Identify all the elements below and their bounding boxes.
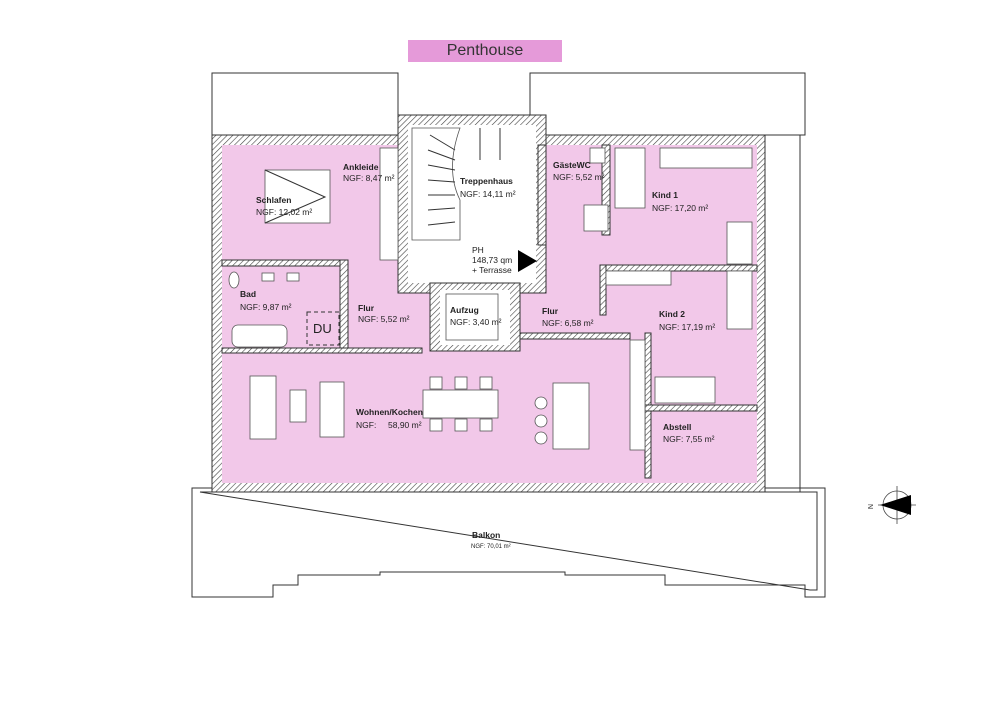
room-area-gaestewc: NGF: 5,52 m² — [553, 172, 605, 182]
coffee-table — [289, 389, 307, 423]
room-area-schlafen: NGF: 12,02 m² — [256, 207, 312, 217]
shower-area — [306, 311, 340, 346]
room-name-bad: Bad — [240, 289, 256, 299]
room-name-flur-rechts: Flur — [542, 306, 559, 316]
elevator-cabin — [445, 293, 499, 341]
interior-walls — [221, 144, 758, 479]
room-area-kind1: NGF: 17,20 m² — [652, 203, 708, 213]
entrance-label-3: + Terrasse — [472, 265, 512, 275]
bed-kind2 — [654, 376, 716, 404]
sofa — [249, 375, 277, 440]
toilet-icon — [228, 271, 240, 289]
entrance-label-2: 148,73 qm — [472, 255, 512, 265]
room-area-bad: NGF: 9,87 m² — [240, 302, 292, 312]
room-area-kind2: NGF: 17,19 m² — [659, 322, 715, 332]
room-area-ankleide: NGF: 8,47 m² — [343, 173, 395, 183]
sofa — [319, 381, 345, 438]
room-area-wohnen: 58,90 m² — [388, 420, 422, 430]
stool — [534, 431, 548, 445]
wardrobe-kind1 — [659, 147, 753, 169]
room-name-gaestewc: GästeWC — [553, 160, 591, 170]
north-label: N — [866, 504, 873, 509]
room-area-flur-rechts: NGF: 6,58 m² — [542, 318, 594, 328]
room-name-balkon: Balkon — [472, 530, 500, 540]
room-area-treppenhaus: NGF: 14,11 m² — [460, 189, 516, 199]
room-name-wohnen: Wohnen/Kochen — [356, 407, 423, 417]
kitchen-island — [552, 382, 590, 450]
balcony-outline — [191, 487, 826, 598]
roof-outline-right — [529, 72, 806, 136]
north-arrow-icon — [878, 486, 916, 524]
entrance-label-1: PH — [472, 245, 484, 255]
furniture — [228, 147, 753, 451]
staircase — [411, 127, 501, 241]
stool — [534, 414, 548, 428]
balcony-inner — [199, 491, 818, 591]
room-name-kind1: Kind 1 — [652, 190, 678, 200]
bed-kind1 — [614, 147, 646, 209]
wardrobe-kind2 — [605, 270, 672, 286]
stool — [534, 396, 548, 410]
kitchen-counter — [629, 339, 646, 451]
entrance-arrow-icon — [518, 250, 537, 272]
room-area-label-wohnen: NGF: — [356, 420, 376, 430]
dining-table — [422, 389, 499, 419]
room-name-ankleide: Ankleide — [343, 162, 379, 172]
shower-label: DU — [313, 321, 332, 336]
room-area-flur-links: NGF: 5,52 m² — [358, 314, 410, 324]
room-area-aufzug: NGF: 3,40 m² — [450, 317, 502, 327]
room-name-flur-links: Flur — [358, 303, 375, 313]
bed — [264, 169, 331, 224]
wardrobe — [379, 147, 399, 261]
room-name-abstell: Abstell — [663, 422, 691, 432]
room-area-abstell: NGF: 7,55 m² — [663, 434, 715, 444]
washing-machine-icon — [589, 147, 606, 164]
room-area-balkon: NGF: 70,01 m² — [471, 544, 511, 550]
room-name-kind2: Kind 2 — [659, 309, 685, 319]
bathtub-icon — [231, 324, 288, 348]
room-name-treppenhaus: Treppenhaus — [460, 176, 513, 186]
room-name-schlafen: Schlafen — [256, 195, 291, 205]
desk-kind1 — [726, 221, 753, 265]
desk-kind2 — [726, 270, 753, 330]
sink-icon — [286, 272, 300, 282]
shower-tray — [583, 204, 609, 232]
sink-icon — [261, 272, 275, 282]
roof-outline-left — [211, 72, 399, 135]
plan-title: Penthouse — [408, 40, 562, 62]
room-name-aufzug: Aufzug — [450, 305, 479, 315]
